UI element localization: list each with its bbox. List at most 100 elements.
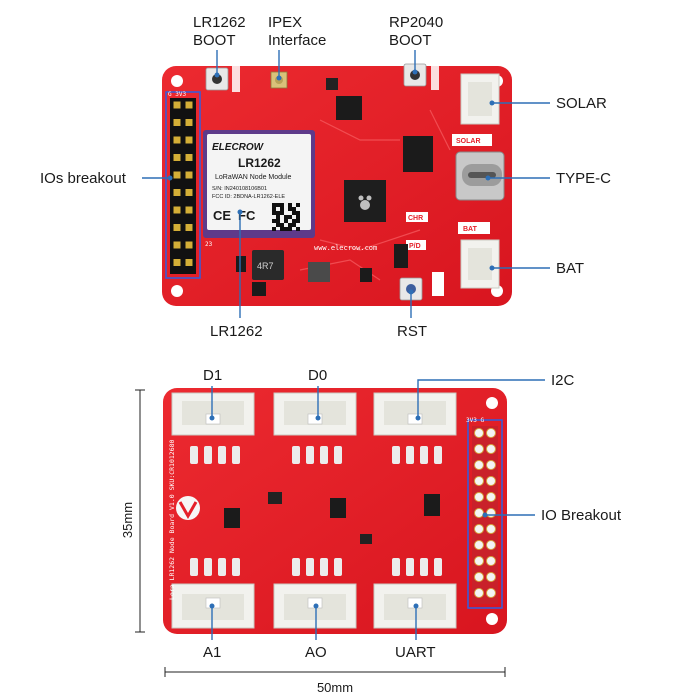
rp2040-boot-cap xyxy=(410,70,420,80)
solder-pin xyxy=(420,446,428,464)
rp2040-boot-dot xyxy=(412,69,418,75)
bat-silk-box xyxy=(458,222,490,234)
header-pad xyxy=(474,572,484,582)
qr-module xyxy=(288,215,292,219)
rst-label: RST xyxy=(397,323,427,340)
qr-module xyxy=(276,219,280,223)
pd-silk: P/D xyxy=(409,243,421,250)
solder-pin xyxy=(406,446,414,464)
bat-silk: BAT xyxy=(463,226,478,233)
solder-pin xyxy=(334,446,342,464)
top-callouts: LR1262 BOOT IPEX Interface RP2040 BOOT S… xyxy=(40,14,611,340)
i2c-dot xyxy=(415,415,421,421)
mount-hole xyxy=(171,285,183,297)
top-board: G 3V3 SOLAR BAT ELECROW xyxy=(162,63,512,306)
module-sn: S/N: IN240108106B01 xyxy=(212,186,267,192)
qr-module xyxy=(292,219,296,223)
qr-module xyxy=(276,223,280,227)
header-pad xyxy=(486,588,496,598)
qr-module xyxy=(280,223,284,227)
module-brand: ELECROW xyxy=(212,142,265,153)
io-breakout-label: IO Breakout xyxy=(541,507,622,524)
ao-dot xyxy=(313,603,319,609)
header-pad xyxy=(486,428,496,438)
header-pin xyxy=(185,171,193,179)
header-pad xyxy=(486,556,496,566)
small-chip xyxy=(360,268,372,282)
header-pin xyxy=(173,224,181,231)
chr-silk: CHR xyxy=(408,215,423,222)
solder-pin xyxy=(292,446,300,464)
qr-module xyxy=(296,219,300,223)
ao-label: AO xyxy=(305,644,327,661)
header-pad xyxy=(486,572,496,582)
header-pin xyxy=(185,101,193,109)
ipex-label-1: IPEX xyxy=(268,14,302,31)
type-c-label: TYPE-C xyxy=(556,170,611,187)
solder-pin xyxy=(420,558,428,576)
header-pad xyxy=(474,492,484,502)
svg-text:CE: CE xyxy=(213,208,231,223)
qr-module xyxy=(296,211,300,215)
header-pad xyxy=(486,460,496,470)
qr-module xyxy=(280,203,284,207)
solder-pin xyxy=(232,446,240,464)
dimension-width: 50mm xyxy=(164,667,506,695)
header-pin xyxy=(185,189,193,196)
lr1262-boot-cap xyxy=(212,74,222,84)
header-pin xyxy=(173,189,181,196)
i2c-label: I2C xyxy=(551,372,575,389)
solar-silk-box xyxy=(452,134,492,146)
bottom-header-top-silk: 3V3 G xyxy=(466,417,484,424)
header-pin xyxy=(185,206,193,214)
solder-pin xyxy=(218,558,226,576)
small-chip xyxy=(252,282,266,296)
bottom-callouts: D1 D0 I2C IO Breakout A1 AO UART xyxy=(203,367,622,661)
header-pad xyxy=(474,444,484,454)
qr-module xyxy=(292,207,296,211)
small-chip xyxy=(360,534,372,544)
qr-module xyxy=(272,207,276,211)
qr-module xyxy=(292,211,296,215)
width-dimension: 50mm xyxy=(317,680,353,695)
header-pin xyxy=(173,154,181,161)
chr-silk-box xyxy=(406,212,428,222)
logo-mark xyxy=(178,501,198,520)
solder-pin xyxy=(190,446,198,464)
qr-module xyxy=(272,211,276,215)
mount-hole xyxy=(171,75,183,87)
qr-module xyxy=(276,211,280,215)
io-header-frame xyxy=(467,419,503,609)
pd-silk-box xyxy=(406,240,426,250)
qr-module xyxy=(284,219,288,223)
header-pin xyxy=(185,154,193,161)
module-model: LR1262 xyxy=(238,156,281,170)
dimension-height: 35mm xyxy=(120,389,145,633)
qr-module xyxy=(280,207,284,211)
solder-pin xyxy=(434,558,442,576)
small-chip xyxy=(236,256,246,272)
qr-module xyxy=(288,223,292,227)
solder-pin xyxy=(292,558,300,576)
a1-label: A1 xyxy=(203,644,221,661)
io-header-frame xyxy=(165,91,201,279)
rst-dot xyxy=(408,289,414,295)
solder-pin xyxy=(334,558,342,576)
header-pad xyxy=(486,492,496,502)
qr-module xyxy=(272,203,276,207)
header-pad xyxy=(474,508,484,518)
regulator-chip xyxy=(336,96,362,120)
solder-pin xyxy=(320,558,328,576)
d0-label: D0 xyxy=(308,367,327,384)
solar-label: SOLAR xyxy=(556,95,607,112)
header-pin xyxy=(173,101,181,109)
solder-pin xyxy=(232,558,240,576)
header-pad xyxy=(474,540,484,550)
bottom-board: Lora LR1262 Node Board V1.0 SKU:CR101268… xyxy=(163,388,507,634)
header-pad xyxy=(486,524,496,534)
header-top-silk: G 3V3 xyxy=(168,91,186,98)
io-header-pads xyxy=(474,428,496,598)
mount-hole xyxy=(486,397,498,409)
qr-module xyxy=(276,203,280,207)
